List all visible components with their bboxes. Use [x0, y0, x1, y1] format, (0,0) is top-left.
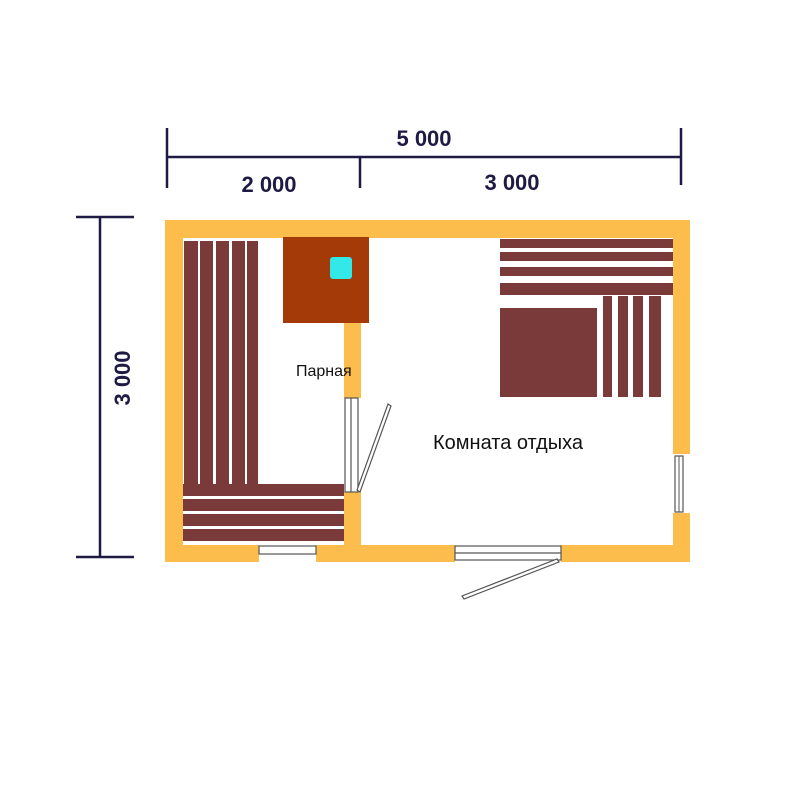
- rest-room-horizontal-bench: [500, 239, 673, 295]
- bottom-wall-left: [165, 545, 259, 562]
- left-width-label: 2 000: [241, 172, 296, 197]
- bench-slat: [603, 296, 612, 397]
- door-leaf: [461, 558, 560, 600]
- bench-slat: [183, 529, 344, 541]
- partition-wall-upper: [344, 323, 361, 398]
- total-width-label: 5 000: [396, 126, 451, 151]
- steam-room-horizontal-bench: [183, 484, 344, 541]
- door-leaf: [356, 403, 392, 493]
- bench-slat: [633, 296, 643, 397]
- stove-top: [330, 257, 352, 279]
- steam-room-door: [344, 397, 392, 493]
- right-width-label: 3 000: [484, 170, 539, 195]
- bench-slat: [232, 241, 245, 485]
- steam-room-label: Парная: [296, 363, 352, 380]
- bench-slat: [247, 241, 258, 485]
- window-frame: [258, 545, 317, 555]
- bench-slat: [618, 296, 628, 397]
- bench-slat: [500, 252, 673, 261]
- bench-slat: [184, 241, 198, 485]
- bottom-wall-right: [561, 545, 690, 562]
- bench-slat: [200, 241, 213, 485]
- stove: [283, 237, 369, 323]
- bench-slat: [500, 267, 673, 276]
- bench-slat: [500, 239, 673, 248]
- rest-room-vertical-bench: [603, 296, 661, 397]
- rest-room-label: Комната отдыха: [433, 432, 584, 454]
- height-label: 3 000: [110, 350, 135, 405]
- walls: [165, 220, 690, 562]
- bottom-wall-middle: [316, 545, 455, 562]
- bench-slat: [649, 296, 661, 397]
- top-wall: [165, 220, 690, 238]
- bench-slat: [183, 499, 344, 511]
- bench-slat: [183, 514, 344, 526]
- entrance-door: [454, 545, 562, 600]
- steam-room-vertical-bench: [184, 241, 258, 485]
- bench-slat: [183, 484, 344, 496]
- dimension-lines: [76, 128, 683, 559]
- left-wall: [165, 220, 183, 562]
- steam-room-window: [258, 545, 317, 555]
- bench-slat: [500, 283, 673, 295]
- right-wall-lower: [673, 513, 690, 562]
- bench-slat: [216, 241, 229, 485]
- partition-wall-lower: [344, 492, 361, 562]
- table: [500, 308, 597, 397]
- rest-room-window: [674, 455, 684, 513]
- right-wall-upper: [673, 220, 690, 454]
